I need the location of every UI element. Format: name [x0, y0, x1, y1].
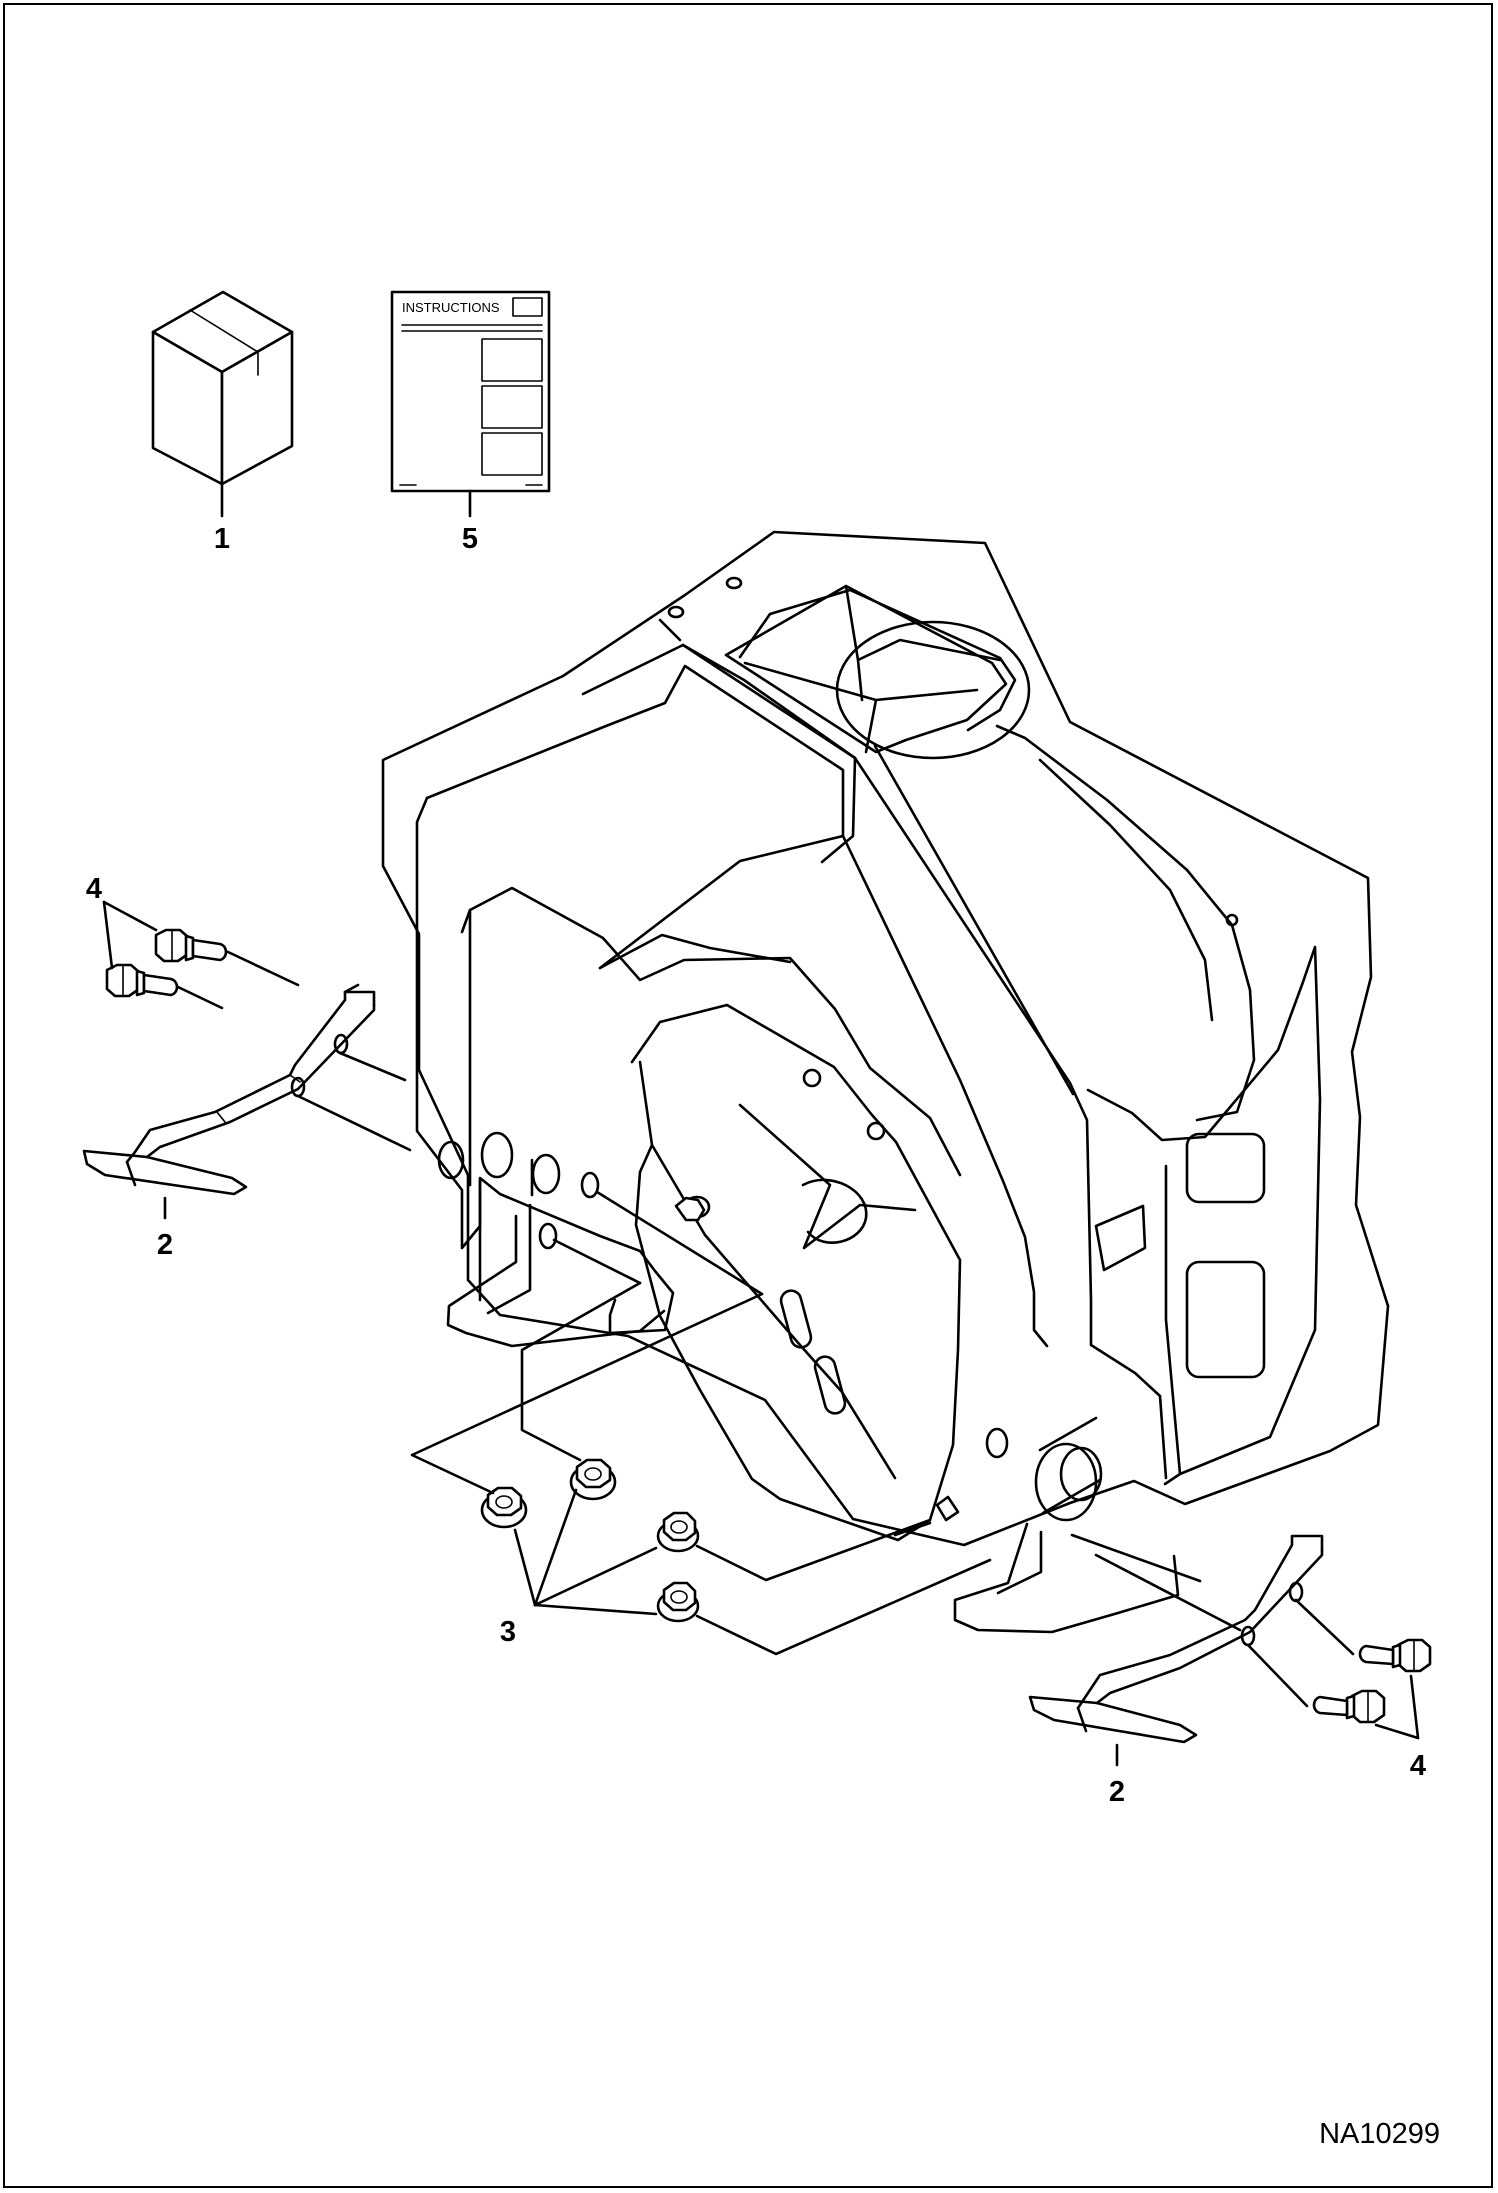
flange-nut-4	[656, 1581, 700, 1623]
figure-id-label: NA10299	[1319, 2118, 1440, 2150]
callout-4-left: 4	[86, 873, 102, 905]
foot-bracket-left	[82, 983, 376, 1220]
callout-labels: 1 5 4 2 3 2 4	[86, 523, 1426, 1808]
callout-1: 1	[214, 523, 230, 555]
flange-nut-3	[656, 1511, 700, 1553]
kit-package-box	[151, 290, 294, 518]
nut-frame-mounted	[674, 1196, 706, 1222]
callout-2-left: 2	[157, 1229, 173, 1261]
leader-lines	[102, 900, 1420, 1740]
flange-nut-1	[480, 1486, 528, 1529]
instruction-sheet-header: INSTRUCTIONS	[402, 300, 500, 315]
foot-bracket-right	[1028, 1534, 1324, 1767]
assembly-lines	[176, 950, 1355, 1708]
flange-nut-2	[569, 1458, 617, 1501]
bolt-right-lower	[1312, 1689, 1386, 1724]
bolt-left-upper	[154, 928, 228, 963]
bolt-left-lower	[105, 963, 179, 998]
bolt-right-upper	[1358, 1638, 1432, 1673]
callout-3: 3	[500, 1616, 516, 1648]
callout-2-right: 2	[1109, 1776, 1125, 1808]
main-frame-housing	[381, 530, 1390, 1634]
instruction-sheet: INSTRUCTIONS	[390, 290, 551, 518]
callout-5: 5	[462, 523, 478, 555]
callout-4-right: 4	[1410, 1750, 1426, 1782]
